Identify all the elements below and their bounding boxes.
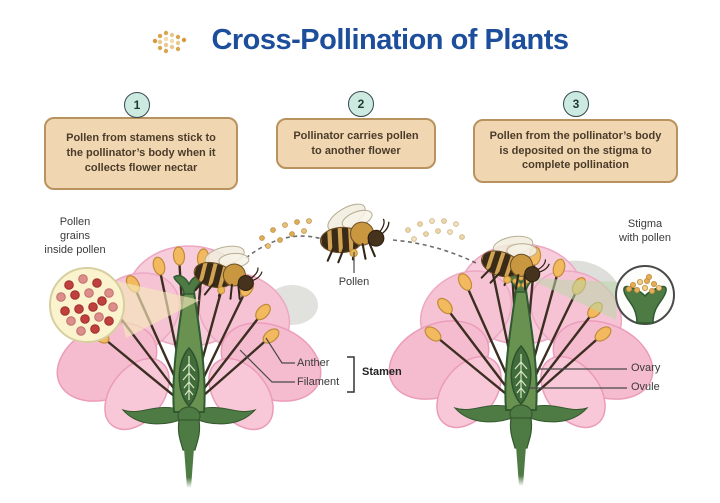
step-1-box: Pollen from stamens stick to the pollina… (44, 117, 238, 190)
step-1-number-badge: 1 (124, 92, 150, 118)
ovule-label: Ovule (631, 381, 660, 393)
pollen-trail-1 (245, 218, 323, 259)
step-2-number-badge: 2 (348, 91, 374, 117)
header: Cross-Pollination of Plants (0, 24, 720, 57)
filament-label: Filament (297, 376, 340, 388)
pollen-trail-2 (392, 218, 477, 264)
anther-pointer-line (265, 337, 295, 364)
pollen-label: Pollen (338, 276, 370, 288)
step-1-number: 1 (133, 98, 141, 112)
pollen-grains-label-line2: grains (60, 229, 90, 242)
pollen-grains-label-line3: inside pollen (44, 243, 106, 256)
pollen-grains-label-line1: Pollen (59, 216, 91, 228)
anther-label: Anther (297, 357, 330, 369)
filament-pointer-line (239, 349, 295, 383)
step-3-number: 3 (572, 97, 580, 111)
pollen-grains-label: Pollen grains inside pollen (20, 216, 130, 257)
stigma-magnifier (527, 265, 675, 325)
page-title: Cross-Pollination of Plants (211, 24, 569, 56)
stamen-label: Stamen (362, 366, 402, 378)
stigma-label-line2: with pollen (619, 231, 671, 244)
pollen-grains-magnifier (49, 267, 200, 343)
stigma-label: Stigma with pollen (595, 218, 695, 246)
pollen-cluster-icon (153, 30, 187, 53)
step-2-number: 2 (357, 97, 365, 111)
stigma-label-line1: Stigma (627, 218, 663, 230)
ovary-label: Ovary (631, 362, 661, 374)
step-3-box: Pollen from the pollinator’s body is dep… (473, 119, 678, 183)
stamen-bracket (347, 356, 355, 393)
step-2-box: Pollinator carries pollen to another flo… (276, 118, 436, 169)
step-3-number-badge: 3 (563, 91, 589, 117)
